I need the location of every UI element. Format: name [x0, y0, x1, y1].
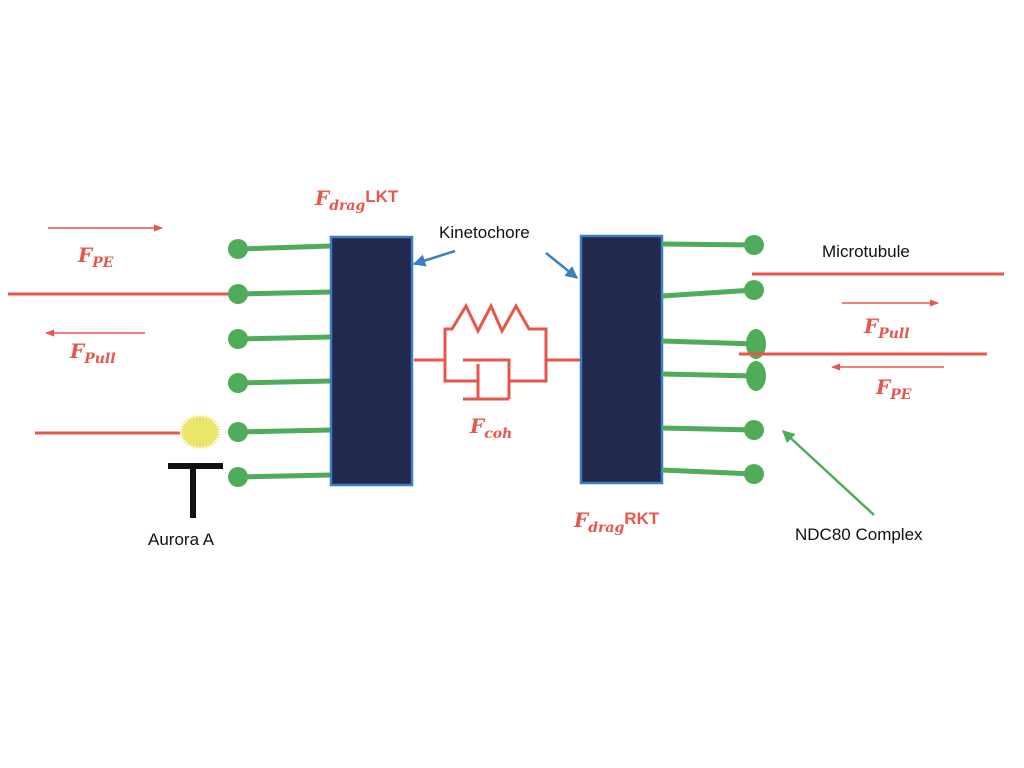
- left-pe-label: FPE: [77, 243, 114, 271]
- drag-lkt-label: FdragLKT: [314, 186, 399, 214]
- ndc80-complex-left-1: [228, 239, 332, 259]
- ndc80-complex-right-1: [661, 235, 764, 255]
- right-pull-label: FPull: [863, 314, 910, 342]
- ndc80-complex-right-2: [661, 280, 764, 300]
- ndc80-head: [228, 284, 248, 304]
- ndc80-head: [744, 464, 764, 484]
- right-kinetochore[interactable]: [579, 234, 664, 485]
- right-ndc80-group: [661, 235, 766, 484]
- ndc80-complex-left-2: [228, 284, 332, 304]
- ndc80-complex-left-3: [228, 329, 332, 349]
- ndc80-complex-left-4: [228, 373, 332, 393]
- ndc80-complex-label: NDC80 Complex: [795, 525, 923, 544]
- ndc80-head: [744, 235, 764, 255]
- ndc80-head: [228, 239, 248, 259]
- ndc80-complex-right-4: [661, 361, 766, 391]
- left-pull-label: FPull: [69, 339, 116, 367]
- kinetochore-pointer-left: [412, 249, 456, 267]
- ndc80-complex-left-5: [228, 422, 332, 442]
- ndc80-head: [228, 329, 248, 349]
- inhibitor-t-bar-icon: [168, 463, 223, 518]
- ndc80-head: [746, 329, 766, 359]
- kinetochore-label: Kinetochore: [439, 223, 530, 242]
- ndc80-head: [744, 280, 764, 300]
- ndc80-head: [744, 420, 764, 440]
- cohesion-force-label: Fcoh: [469, 414, 512, 442]
- ndc80-pointer-arrow: [782, 430, 875, 516]
- ndc80-head: [746, 361, 766, 391]
- aurora-a-label: Aurora A: [148, 530, 215, 549]
- ndc80-head: [228, 373, 248, 393]
- microtubule-label: Microtubule: [822, 242, 910, 261]
- right-pe-label: FPE: [875, 375, 912, 403]
- kinetochore-pointer-right: [545, 252, 578, 279]
- left-kinetochore[interactable]: [329, 235, 414, 487]
- ndc80-head: [228, 467, 248, 487]
- ndc80-head: [228, 422, 248, 442]
- ndc80-complex-right-3: [661, 329, 766, 359]
- cohesion-spring-dashpot-icon: [414, 302, 580, 401]
- ndc80-complex-right-6: [661, 464, 764, 484]
- aurora-starburst-icon: [179, 414, 221, 450]
- drag-rkt-label: FdragRKT: [573, 508, 660, 536]
- ndc80-complex-left-6: [228, 467, 332, 487]
- ndc80-complex-right-5: [661, 420, 764, 440]
- left-ndc80-group: [228, 239, 332, 487]
